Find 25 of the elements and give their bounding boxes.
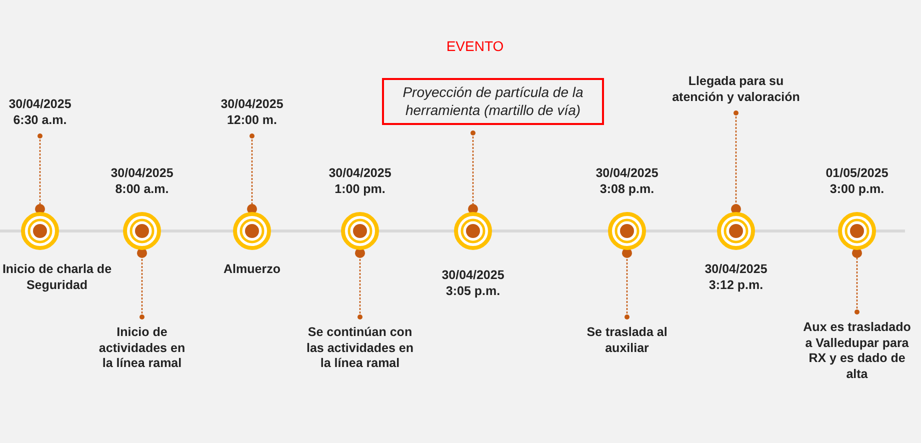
event-text: 30/04/2025 6:30 a.m. bbox=[0, 97, 81, 128]
event-caption: 01/05/2025 3:00 p.m. bbox=[824, 166, 890, 198]
event-text: Se traslada al auxiliar bbox=[572, 325, 682, 356]
event-text: Inicio de actividades en la línea ramal bbox=[92, 325, 192, 372]
event-text: Llegada para su atención y valoración bbox=[661, 74, 811, 106]
event-caption: 30/04/2025 3:08 p.m. bbox=[594, 166, 660, 198]
event-text: Aux es trasladado a Valledupar para RX y es dado de alta bbox=[798, 320, 916, 382]
stem-line bbox=[35, 134, 45, 214]
stem-line bbox=[355, 248, 365, 320]
stem-line bbox=[468, 130, 478, 214]
event-text: Se continúan con las actividades en la línea ramal bbox=[300, 325, 420, 372]
event-caption: 30/04/2025 3:12 p.m. bbox=[704, 262, 768, 294]
stem-line bbox=[852, 248, 862, 314]
stem-line bbox=[622, 248, 632, 320]
event-caption: Inicio de charla de Seguridad bbox=[2, 262, 112, 294]
stem-line bbox=[137, 248, 147, 320]
event-caption: 30/04/2025 8:00 a.m. bbox=[110, 166, 174, 198]
event-text: 30/04/2025 12:00 m. bbox=[211, 97, 293, 128]
event-caption: 30/04/2025 3:05 p.m. bbox=[440, 268, 506, 300]
stem-line bbox=[731, 110, 741, 214]
stem-line bbox=[247, 134, 257, 214]
event-caption: 30/04/2025 1:00 pm. bbox=[328, 166, 392, 198]
event-caption: Almuerzo bbox=[222, 262, 282, 278]
title: EVENTO bbox=[445, 38, 505, 54]
event-box: Proyección de partícula de la herramienta (martillo de vía) bbox=[382, 78, 604, 125]
